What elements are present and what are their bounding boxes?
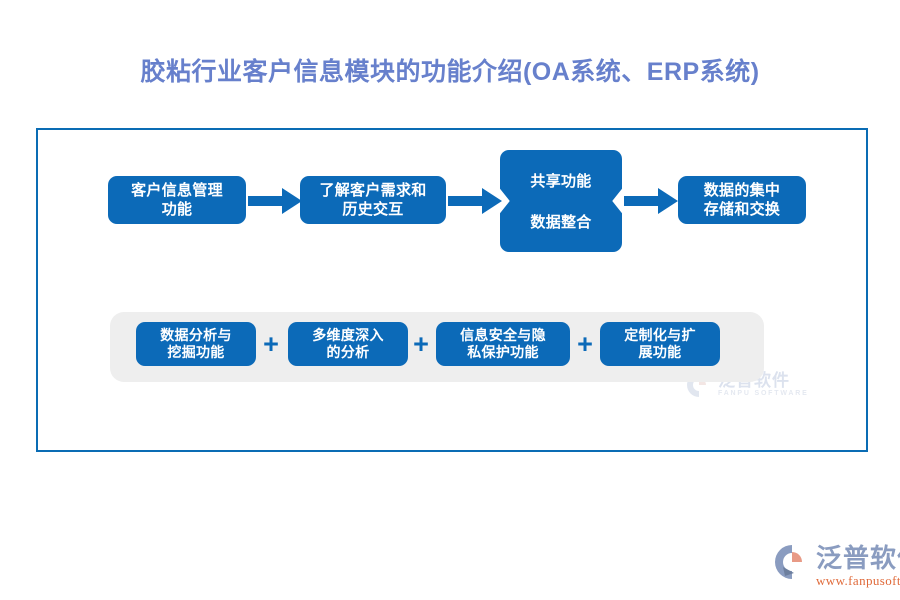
flow-box-understand-need-label: 了解客户需求和 历史交互 bbox=[319, 181, 427, 218]
right-arrow-icon bbox=[448, 188, 502, 214]
feature-box-customization[interactable]: 定制化与扩 展功能 bbox=[600, 322, 720, 366]
feature-box-data-analysis[interactable]: 数据分析与 挖掘功能 bbox=[136, 322, 256, 366]
brand-logo: 泛普软件 www.fanpusoft.com bbox=[772, 543, 900, 587]
diagram-frame: 客户信息管理 功能 了解客户需求和 历史交互 共享功能 数据整合 数据的集中 存… bbox=[36, 128, 868, 452]
flow-box-customer-info[interactable]: 客户信息管理 功能 bbox=[108, 176, 246, 224]
feature-box-security-privacy[interactable]: 信息安全与隐 私保护功能 bbox=[436, 322, 570, 366]
brand-name-cn: 泛普软件 bbox=[816, 543, 900, 573]
brand-website-url: www.fanpusoft.com bbox=[816, 573, 900, 588]
right-arrow-icon bbox=[248, 188, 302, 214]
flow-box-customer-info-label: 客户信息管理 功能 bbox=[131, 181, 223, 218]
plus-separator-icon: + bbox=[413, 328, 429, 359]
page-title: 胶粘行业客户信息模块的功能介绍(OA系统、ERP系统) bbox=[140, 58, 760, 86]
watermark-en-text: FANPU SOFTWARE bbox=[718, 390, 809, 398]
flow-box-understand-need[interactable]: 了解客户需求和 历史交互 bbox=[300, 176, 446, 224]
flow-box-share-function-label: 共享功能 bbox=[530, 173, 592, 190]
flow-box-data-integration-label: 数据整合 bbox=[530, 214, 592, 231]
plus-separator-icon: + bbox=[263, 328, 279, 359]
flow-box-central-storage-label: 数据的集中 存储和交换 bbox=[703, 181, 781, 218]
feature-box-data-analysis-label: 数据分析与 挖掘功能 bbox=[160, 326, 232, 361]
feature-box-security-privacy-label: 信息安全与隐 私保护功能 bbox=[460, 326, 546, 361]
plus-separator-icon: + bbox=[577, 328, 593, 359]
feature-box-multi-dimension-label: 多维度深入 的分析 bbox=[312, 326, 384, 361]
fanpu-logo-icon bbox=[775, 545, 802, 579]
flow-box-share-group[interactable]: 共享功能 数据整合 bbox=[500, 150, 622, 252]
flow-box-central-storage[interactable]: 数据的集中 存储和交换 bbox=[678, 176, 806, 224]
right-arrow-icon bbox=[624, 188, 678, 214]
feature-box-multi-dimension[interactable]: 多维度深入 的分析 bbox=[288, 322, 408, 366]
feature-box-customization-label: 定制化与扩 展功能 bbox=[624, 326, 696, 361]
